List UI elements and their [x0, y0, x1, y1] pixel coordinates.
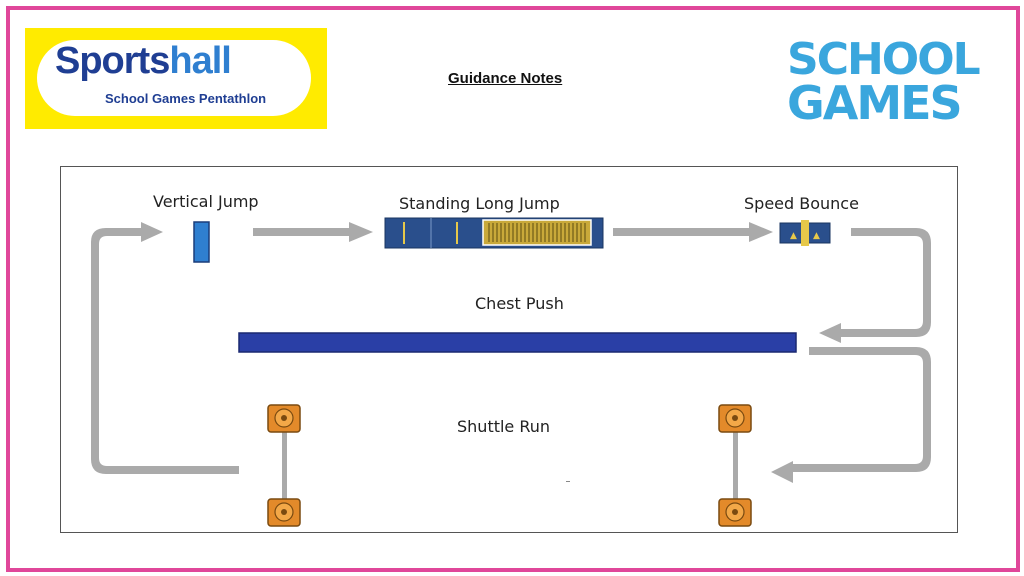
logo-line1: SCHOOL [787, 34, 981, 85]
arrow-slj-to-sb [613, 222, 773, 242]
logo-brand: Sportshall [55, 40, 232, 82]
logo-brand-main: Sports [55, 40, 170, 82]
arrow-sb-to-chest-push [819, 228, 931, 343]
slide-frame [6, 6, 1020, 572]
chest-push-mat [238, 332, 797, 353]
label-speed-bounce: Speed Bounce [744, 194, 859, 213]
cone-icon [267, 498, 301, 527]
arrow-return-to-vj [91, 222, 239, 474]
logo-brand-light: hall [169, 40, 231, 82]
school-games-logo: SCHOOL GAMES [787, 38, 997, 130]
circuit-diagram: ▲ ▲ Vertical Jump Standing Long Jump Spe… [60, 166, 958, 533]
shuttle-lane-right [733, 429, 738, 514]
arrow-vj-to-slj [253, 222, 373, 242]
label-shuttle-run: Shuttle Run [457, 417, 551, 436]
cone-icon [267, 404, 301, 433]
label-vertical-jump: Vertical Jump [153, 192, 259, 211]
svg-text:▲: ▲ [813, 231, 820, 241]
logo-pill [37, 40, 311, 116]
sportshall-logo: Sportshall School Games Pentathlon [25, 28, 327, 129]
speed-bounce-mat: ▲ ▲ [779, 220, 831, 246]
shuttle-lane-left [282, 429, 287, 514]
page-title: Guidance Notes [448, 70, 563, 87]
logo-subtitle: School Games Pentathlon [105, 91, 267, 106]
diagram-dot [566, 481, 570, 482]
label-chest-push: Chest Push [475, 294, 564, 313]
logo-line2: GAMES [787, 76, 963, 130]
standing-long-jump-mat [384, 217, 604, 249]
vertical-jump-board [193, 221, 210, 263]
cone-icon [718, 404, 752, 433]
label-standing-long-jump: Standing Long Jump [399, 194, 560, 213]
svg-text:▲: ▲ [790, 231, 797, 241]
diagram-graphics: ▲ ▲ [91, 217, 931, 527]
arrow-chest-push-to-shuttle [771, 347, 931, 483]
cone-icon [718, 498, 752, 527]
